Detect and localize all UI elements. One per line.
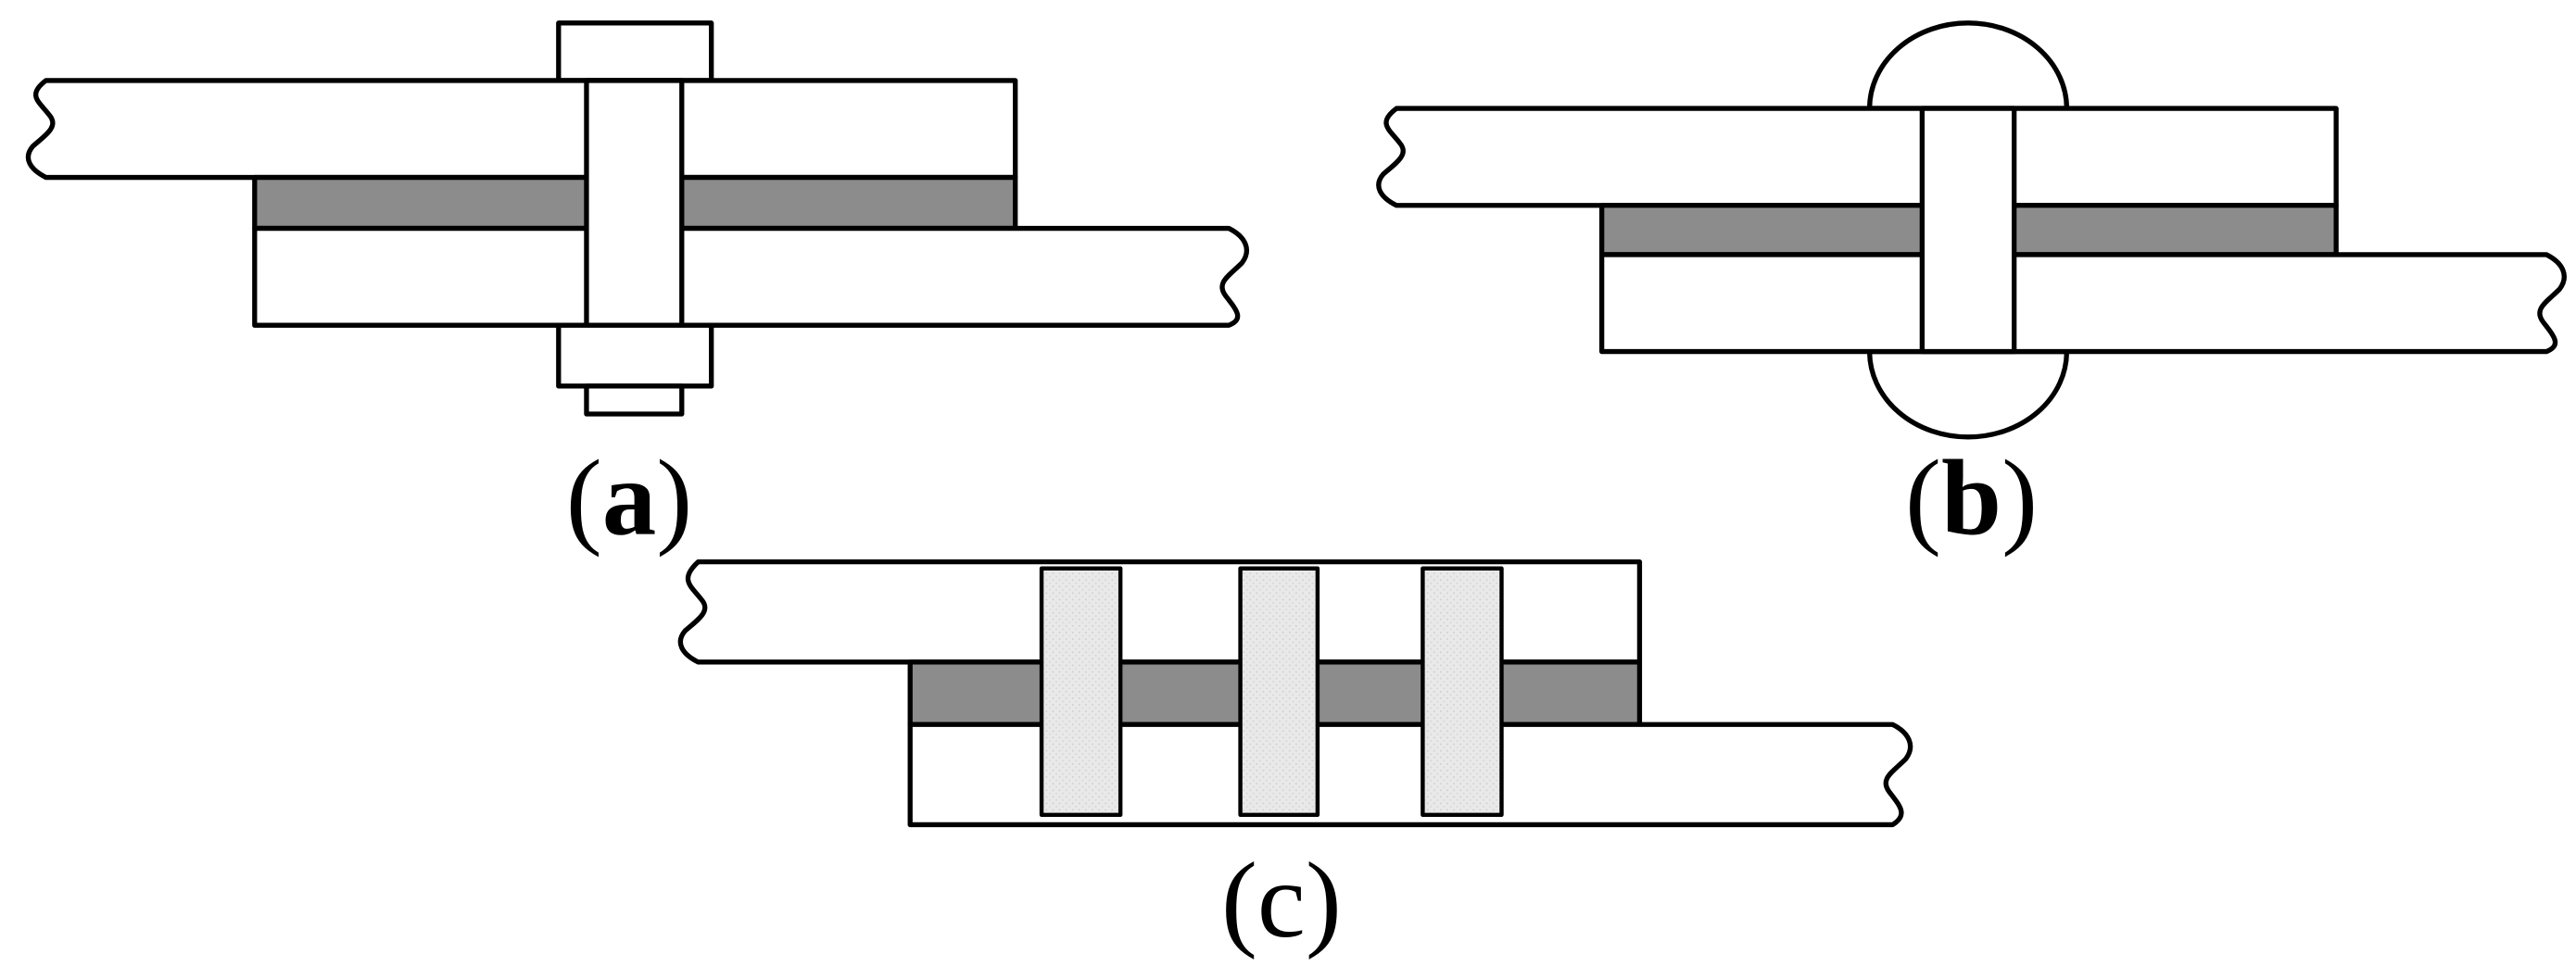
bolt-nut [556,322,714,389]
panel-a-bolted-joint [25,20,1249,417]
bolt-shank [584,78,685,328]
rivet-head-bottom [1866,348,2070,440]
upper-plate [25,78,1018,181]
panel-b-riveted-joint [1376,20,2567,440]
panel-label-b: (b) [1905,438,2038,558]
panel-label-a: (a) [566,438,692,558]
pin-2 [1238,566,1320,818]
bolt-head [556,20,714,83]
lower-plate [907,721,1913,828]
panel-label-c: (c) [1221,841,1342,960]
pin-3 [1421,566,1504,818]
lower-plate [1598,252,2567,355]
bolt-tip [584,383,685,417]
panel-c-pinned-joint [677,558,1913,828]
rivet-head-top [1866,20,2070,111]
lower-plate [252,225,1249,328]
rivet-shank [1919,106,2017,355]
upper-plate [677,558,1643,665]
pin-1 [1039,566,1123,818]
upper-plate [1376,106,2339,208]
